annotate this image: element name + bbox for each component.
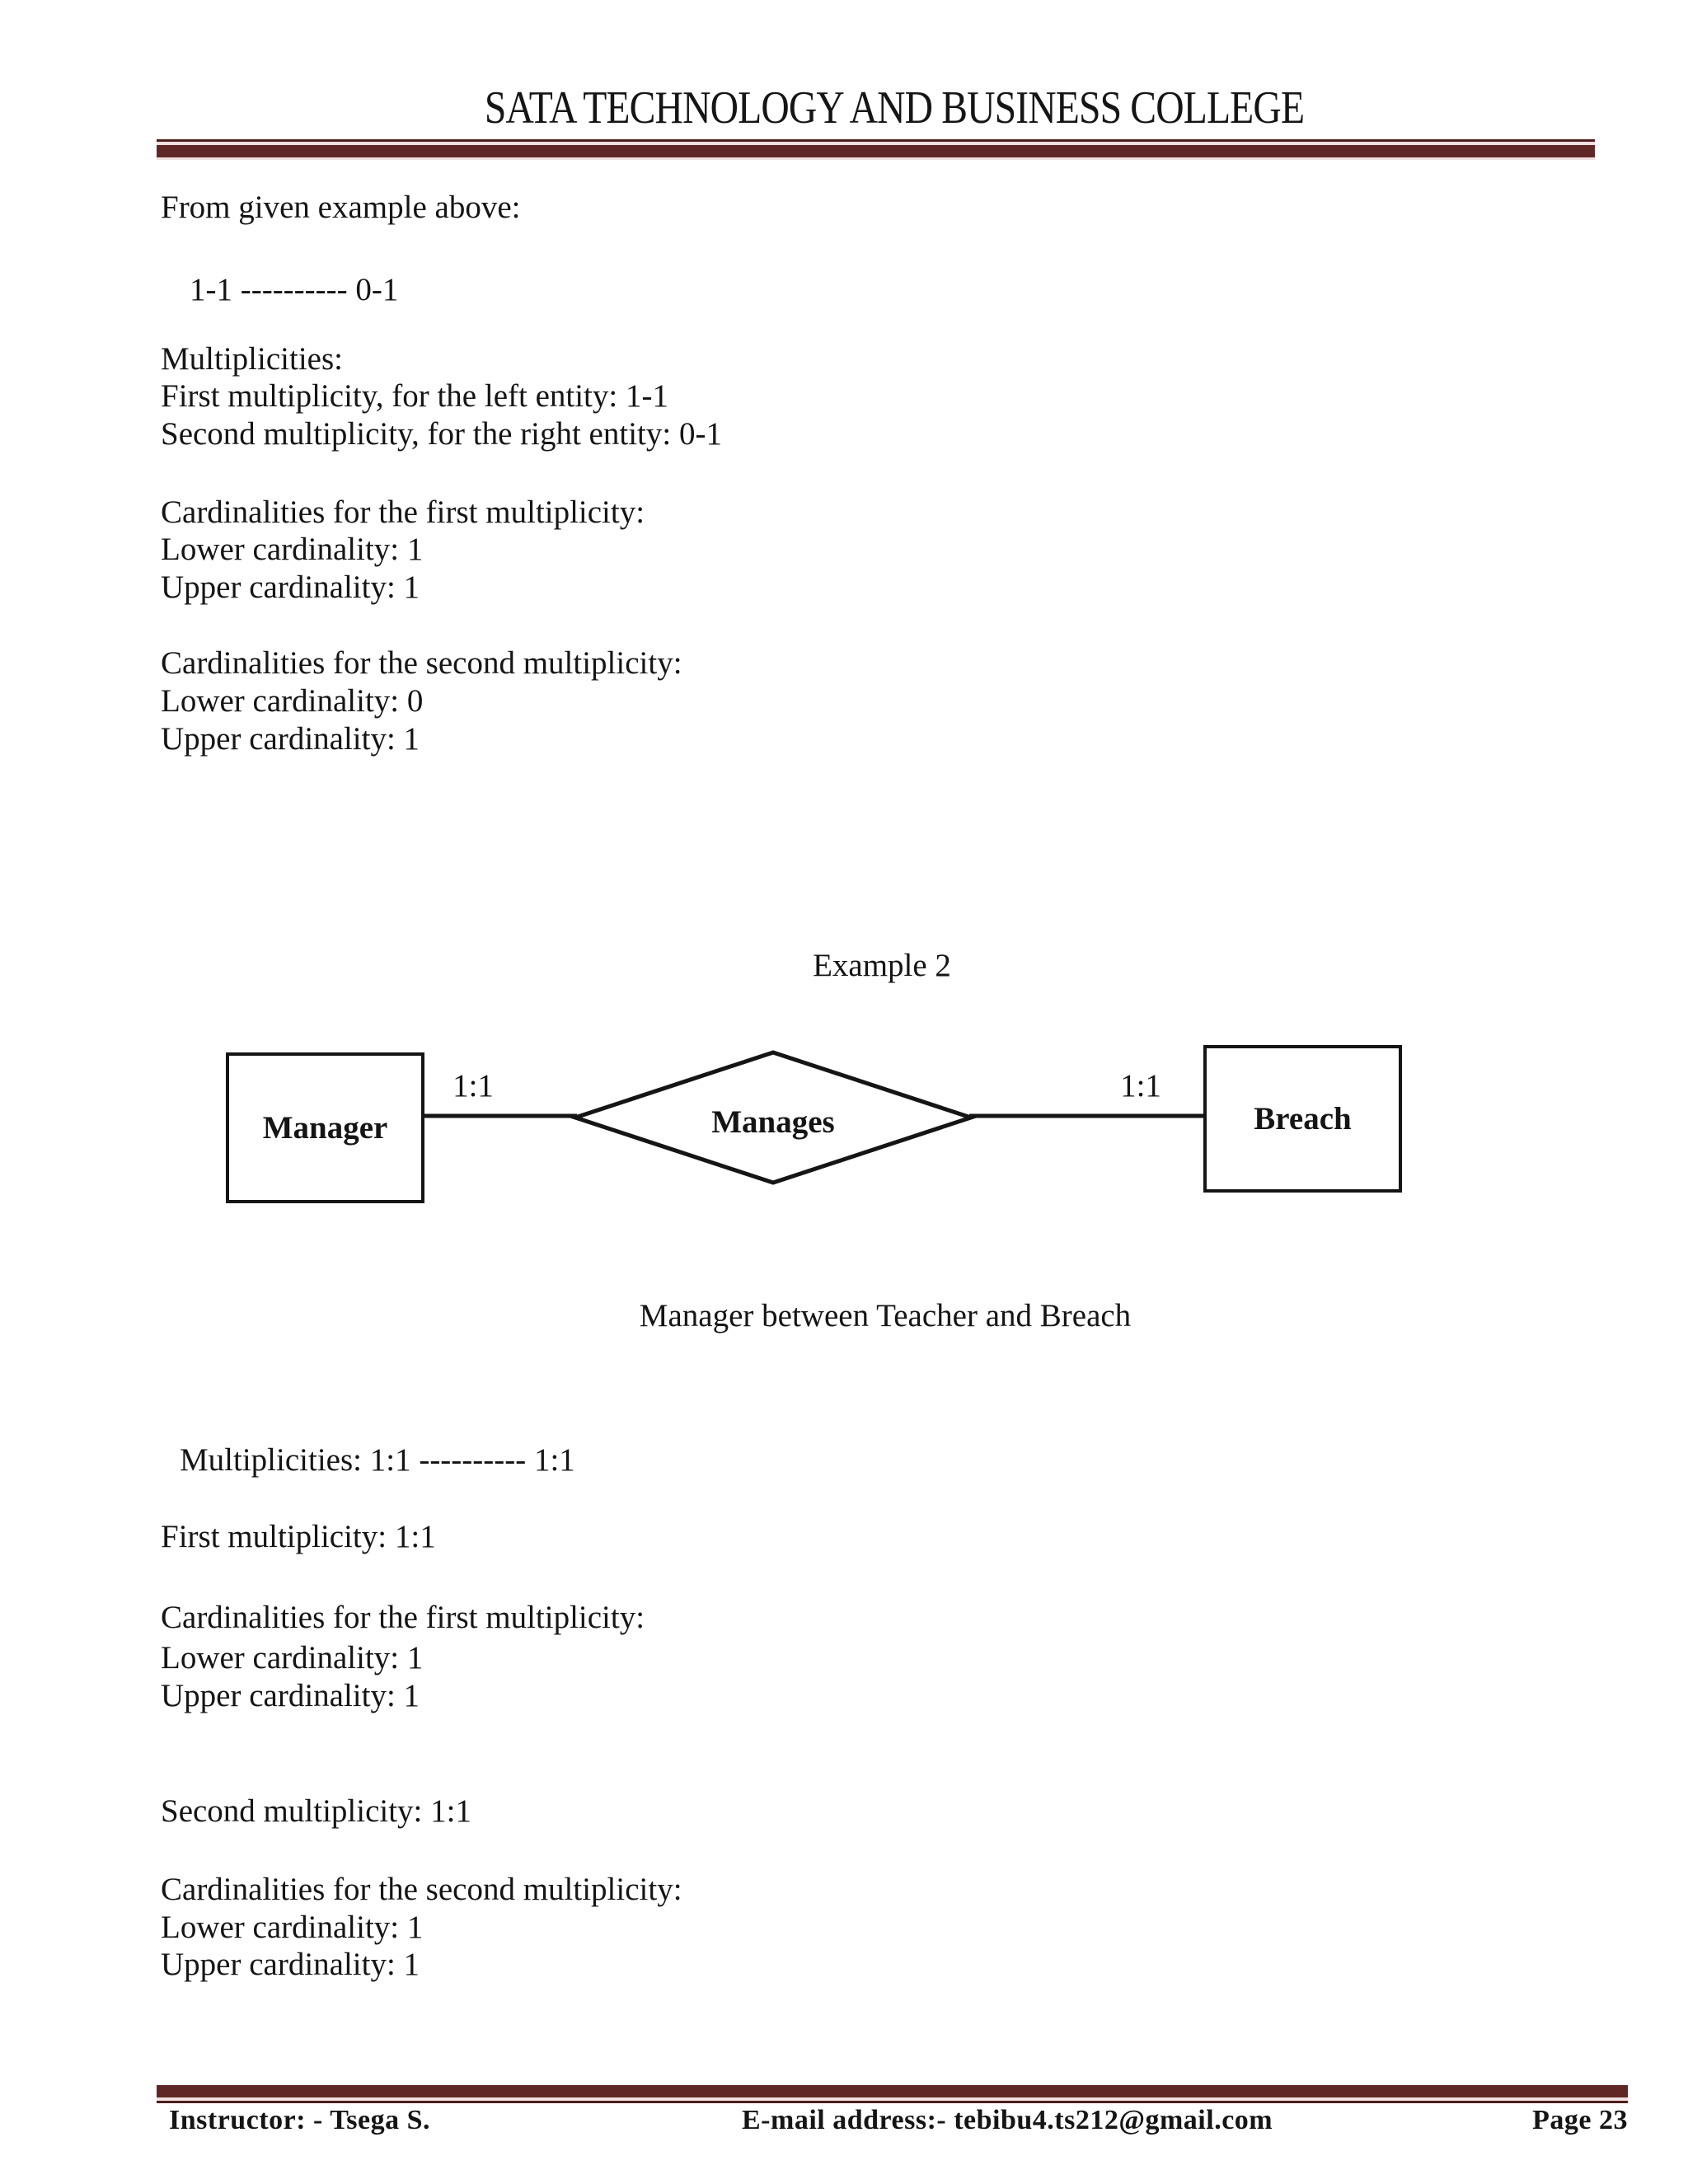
example2-title: Example 2 bbox=[813, 948, 951, 983]
entity-label-manager: Manager bbox=[262, 1110, 388, 1146]
header-rule-thin-line bbox=[157, 139, 1595, 142]
card-first-lower: Lower cardinality: 1 bbox=[161, 532, 424, 567]
ex2-card-first-heading: Cardinalities for the first multiplicity… bbox=[161, 1600, 645, 1635]
page-header-title: SATA TECHNOLOGY AND BUSINESS COLLEGE bbox=[484, 82, 1305, 134]
first-multiplicity-line: First multiplicity, for the left entity:… bbox=[161, 378, 668, 414]
ex2-second-multiplicity: Second multiplicity: 1:1 bbox=[161, 1793, 471, 1829]
card-second-upper: Upper cardinality: 1 bbox=[161, 721, 420, 757]
ex2-card-first-upper: Upper cardinality: 1 bbox=[161, 1678, 420, 1713]
footer-rule-thin-line bbox=[157, 2101, 1628, 2103]
header-rule bbox=[157, 139, 1595, 160]
ex2-card-second-upper: Upper cardinality: 1 bbox=[161, 1947, 420, 1982]
ex2-card-second-heading: Cardinalities for the second multiplicit… bbox=[161, 1872, 682, 1907]
footer-email: E-mail address:- tebibu4.ts212@gmail.com bbox=[742, 2105, 1273, 2135]
relationship-diamond bbox=[569, 1050, 978, 1185]
relation-notation-line: 1-1 ---------- 0-1 bbox=[190, 272, 399, 307]
diagram-caption: Manager between Teacher and Breach bbox=[639, 1298, 1132, 1333]
entity-box-breach: Breach bbox=[1203, 1045, 1402, 1193]
multiplicities-heading: Multiplicities: bbox=[161, 341, 343, 377]
card-second-heading: Cardinalities for the second multiplicit… bbox=[161, 645, 682, 681]
header-rule-gap bbox=[157, 142, 1595, 145]
card-first-upper: Upper cardinality: 1 bbox=[161, 569, 420, 605]
footer-page-number: Page 23 bbox=[1532, 2105, 1628, 2135]
footer-instructor: Instructor: - Tsega S. bbox=[169, 2105, 431, 2135]
ex2-first-multiplicity: First multiplicity: 1:1 bbox=[161, 1519, 436, 1554]
ex2-card-first-lower: Lower cardinality: 1 bbox=[161, 1640, 424, 1675]
second-multiplicity-line: Second multiplicity, for the right entit… bbox=[161, 416, 722, 452]
header-rule-bar bbox=[157, 145, 1595, 157]
footer-rule-gap bbox=[157, 2097, 1628, 2101]
header-rule-pale-line bbox=[157, 157, 1595, 160]
cardinality-label-right: 1:1 bbox=[1120, 1068, 1161, 1104]
card-second-lower: Lower cardinality: 0 bbox=[161, 683, 424, 719]
ex2-multiplicities-line: Multiplicities: 1:1 ---------- 1:1 bbox=[180, 1442, 575, 1478]
card-first-heading: Cardinalities for the first multiplicity… bbox=[161, 494, 645, 530]
intro-line: From given example above: bbox=[161, 190, 521, 225]
footer-rule bbox=[157, 2085, 1628, 2103]
cardinality-label-left: 1:1 bbox=[452, 1068, 494, 1104]
ex2-card-second-lower: Lower cardinality: 1 bbox=[161, 1910, 424, 1945]
relationship-label-manages: Manages bbox=[711, 1104, 835, 1140]
entity-box-manager: Manager bbox=[226, 1052, 424, 1203]
entity-label-breach: Breach bbox=[1254, 1101, 1352, 1137]
footer-rule-bar bbox=[157, 2085, 1628, 2097]
